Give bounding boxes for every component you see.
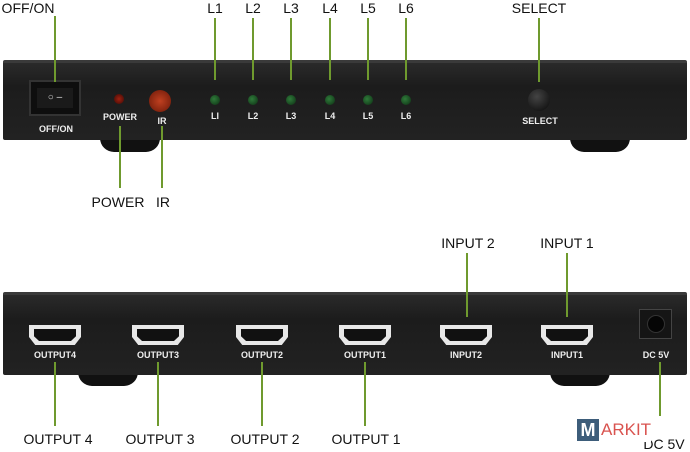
callout-dc: DC 5V: [643, 436, 685, 452]
panel-label-power: POWER: [102, 112, 138, 122]
panel-label-output3: OUTPUT3: [136, 350, 180, 360]
callout-line-input1: [566, 253, 568, 317]
callout-ir: IR: [156, 194, 170, 210]
callout-select: SELECT: [511, 0, 567, 16]
callout-line-output3: [157, 362, 159, 426]
callout-line-output1: [364, 362, 366, 426]
callout-line-dc: [659, 362, 661, 416]
callout-line-l3: [290, 18, 292, 80]
panel-label-l1: LI: [211, 111, 219, 121]
panel-label-input1: INPUT1: [550, 350, 584, 360]
hdmi-port-input1: [541, 325, 593, 345]
callout-power: POWER: [91, 194, 145, 210]
hdmi-port-output4: [29, 325, 81, 345]
led-l2: [248, 95, 258, 105]
led-l3: [286, 95, 296, 105]
callout-line-select: [538, 18, 540, 82]
panel-label-dc: DC 5V: [642, 350, 670, 360]
dc-jack: [639, 309, 672, 339]
callout-line-l1: [214, 18, 216, 80]
callout-output4: OUTPUT 4: [23, 431, 93, 447]
callout-line-ir: [161, 126, 163, 188]
led-l4: [325, 95, 335, 105]
hdmi-port-output2: [236, 325, 288, 345]
hdmi-port-input2: [440, 325, 492, 345]
panel-label-output4: OUTPUT4: [33, 350, 77, 360]
callout-off-on: OFF/ON: [1, 0, 55, 16]
callout-line-l4: [329, 18, 331, 80]
led-l1: [210, 95, 220, 105]
hdmi-port-output3: [132, 325, 184, 345]
callout-line-l6: [405, 18, 407, 80]
panel-label-select: SELECT: [522, 116, 558, 126]
callout-l4: L4: [322, 0, 338, 16]
panel-label-l3: L3: [285, 111, 297, 121]
callout-output2: OUTPUT 2: [230, 431, 300, 447]
panel-label-input2: INPUT2: [449, 350, 483, 360]
callout-l5: L5: [360, 0, 376, 16]
callout-line-power: [119, 126, 121, 188]
panel-label-output1: OUTPUT1: [343, 350, 387, 360]
front-foot-right: [570, 138, 630, 152]
back-foot-right: [550, 372, 610, 386]
back-foot-left: [78, 372, 138, 386]
panel-label-l2: L2: [247, 111, 259, 121]
power-led: [114, 94, 124, 104]
panel-label-output2: OUTPUT2: [240, 350, 284, 360]
callout-output3: OUTPUT 3: [125, 431, 195, 447]
callout-line-off-on: [54, 16, 56, 82]
led-l5: [363, 95, 373, 105]
callout-input1: INPUT 1: [540, 235, 594, 251]
ir-sensor: [149, 90, 171, 112]
callout-line-l5: [367, 18, 369, 80]
callout-l1: L1: [207, 0, 223, 16]
callout-line-output2: [261, 362, 263, 426]
callout-line-input2: [466, 253, 468, 317]
select-button[interactable]: [528, 89, 550, 111]
power-switch[interactable]: ○ –: [29, 80, 81, 116]
panel-label-l6: L6: [400, 111, 412, 121]
callout-l2: L2: [245, 0, 261, 16]
led-l6: [401, 95, 411, 105]
callout-line-output4: [54, 362, 56, 426]
front-foot-left: [100, 138, 160, 152]
panel-label-l5: L5: [362, 111, 374, 121]
callout-output1: OUTPUT 1: [331, 431, 401, 447]
hdmi-port-output1: [339, 325, 391, 345]
panel-label-ir: IR: [157, 116, 167, 126]
callout-l6: L6: [398, 0, 414, 16]
watermark-logo: M ARKIT: [577, 418, 652, 442]
panel-label-l4: L4: [324, 111, 336, 121]
front-panel: [3, 60, 687, 140]
callout-l3: L3: [283, 0, 299, 16]
panel-label-off-on: OFF/ON: [39, 124, 73, 134]
callout-line-l2: [252, 18, 254, 80]
callout-input2: INPUT 2: [441, 235, 495, 251]
